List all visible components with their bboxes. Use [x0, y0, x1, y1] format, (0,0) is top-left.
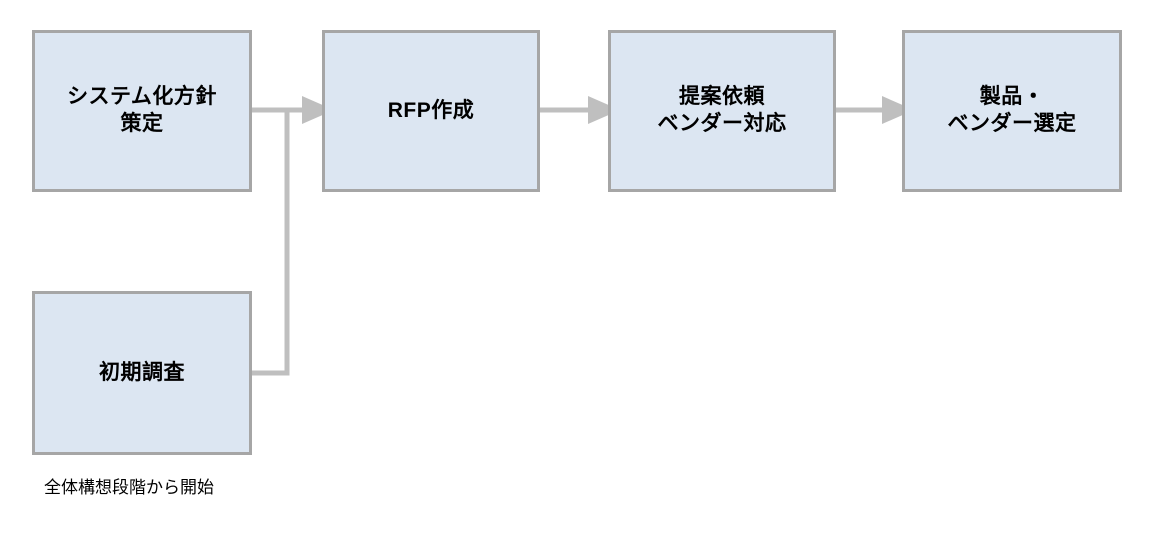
node-product-vendor-selection[interactable]: 製品・ ベンダー選定: [902, 30, 1122, 192]
edge-initial-to-rfp: [252, 110, 290, 376]
node-label-proposal-request: 提案依頼 ベンダー対応: [657, 85, 787, 135]
annotation-start-note: 全体構想段階から開始: [44, 478, 214, 497]
node-label-product-vendor-selection: 製品・ ベンダー選定: [947, 85, 1077, 135]
node-rfp-creation[interactable]: RFP作成: [322, 30, 540, 192]
node-system-policy[interactable]: システム化方針 策定: [32, 30, 252, 192]
node-label-system-policy: システム化方針 策定: [67, 85, 217, 135]
node-label-rfp-creation: RFP作成: [387, 98, 475, 122]
node-label-initial-survey: 初期調査: [99, 360, 185, 384]
node-initial-survey[interactable]: 初期調査: [32, 291, 252, 455]
node-proposal-request[interactable]: 提案依頼 ベンダー対応: [608, 30, 836, 192]
